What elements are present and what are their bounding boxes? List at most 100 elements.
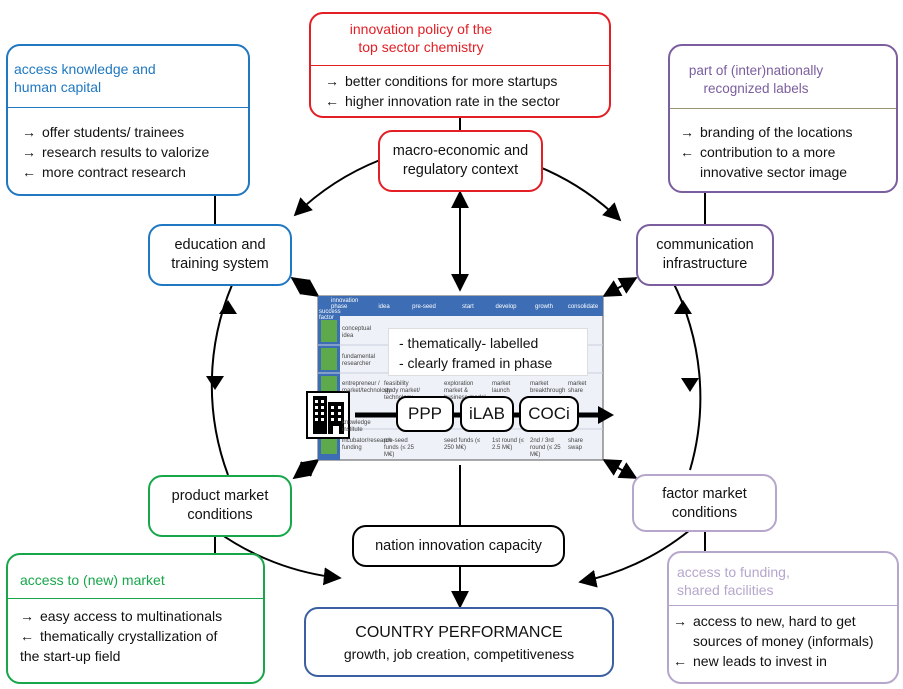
funding-access-box: access to funding, shared facilities → ac…: [667, 551, 899, 684]
factor-market-label: factor market conditions: [634, 485, 775, 523]
divider: [8, 598, 263, 599]
market-access-box: access to (new) market →easy access to m…: [6, 553, 265, 684]
grid-cell: 2nd / 3rd round (≤ 25 M€): [530, 438, 561, 458]
right-arrow-icon: →: [20, 608, 34, 624]
divider: [669, 605, 897, 606]
text: research results to valorize: [42, 144, 210, 160]
communication-node: communication infrastructure: [636, 224, 774, 286]
institution-ppp: PPP: [396, 396, 454, 432]
innovation-policy-title-line2: top sector chemistry: [358, 39, 484, 55]
body-line: ←more contract research: [22, 162, 209, 182]
arrowhead-right-up: [674, 300, 692, 314]
arc-communication-to-factor: [671, 279, 702, 471]
innovation-policy-title: innovation policy of the top sector chem…: [311, 20, 531, 56]
factor-label: fundamental researcher: [342, 354, 376, 367]
line2: conditions: [671, 505, 738, 521]
body-line: ←new leads to invest in: [673, 651, 874, 671]
text: sources of money (informals): [693, 633, 874, 649]
market-access-body: →easy access to multinationals ← thematic…: [20, 606, 222, 666]
title-line2: recognized labels: [703, 81, 809, 96]
connector-factor-to-grid: [602, 459, 638, 479]
grid-cell: seed funds (≤ 250 M€): [444, 438, 481, 451]
line1: factor market: [662, 486, 747, 502]
text: new leads to invest in: [693, 653, 827, 669]
innovation-policy-title-line1: innovation policy of the: [349, 21, 493, 37]
connectors: [214, 118, 706, 609]
divider: [311, 65, 609, 66]
theme-note-line2: - clearly framed in phase: [399, 355, 553, 371]
grid-cell: pre-seed funds (≤ 25 M€): [384, 438, 414, 458]
body-line: ← higher innovation rate in the sector: [325, 91, 560, 111]
line1: education and: [174, 237, 266, 253]
innovation-policy-body: →better conditions for more startups ←hi…: [325, 71, 560, 111]
institution-ilab: iLAB: [460, 396, 514, 432]
education-label: education and training system: [150, 236, 290, 274]
access-knowledge-box: access knowledge and human capital →offe…: [6, 44, 250, 196]
factor-icon-2: [321, 348, 337, 370]
grid-cell: market launch: [492, 381, 511, 394]
left-arrow-icon: ←: [325, 93, 339, 109]
text: offer students/ trainees: [42, 124, 185, 140]
left-arrow-icon: ←: [20, 628, 34, 644]
phase-header: idea: [378, 304, 390, 310]
factor-market-node: factor market conditions: [632, 474, 777, 532]
factor-label: incubator/research funding: [342, 438, 392, 451]
arrowhead-left-down: [206, 376, 224, 390]
line2: training system: [171, 256, 269, 272]
title-line1: access to funding,: [677, 564, 790, 580]
body-line: innovative sector image: [680, 162, 853, 182]
country-performance-title: COUNTRY PERFORMANCE: [355, 624, 563, 641]
text: thematically crystallization of: [40, 628, 218, 644]
divider: [670, 108, 896, 109]
line1: communication: [656, 237, 754, 253]
communication-label: communication infrastructure: [638, 236, 772, 274]
text: the start-up field: [20, 648, 121, 664]
product-market-node: product market conditions: [148, 475, 292, 537]
line2: conditions: [187, 507, 253, 523]
body-line: →easy access to multinationals: [20, 606, 222, 626]
connector-communication-to-grid: [602, 277, 638, 297]
right-arrow-icon: →: [22, 124, 36, 140]
line2: regulatory context: [402, 162, 519, 178]
country-performance-subtitle: growth, job creation, competitiveness: [343, 646, 575, 662]
arrowhead-left-up: [219, 300, 237, 314]
phase-header: consolidate: [567, 304, 599, 310]
side-arrowheads: [206, 300, 699, 392]
market-access-title: access to (new) market: [20, 572, 165, 588]
grid-cell: 1st round (≤ 2.5 M€): [492, 438, 524, 451]
body-line: → access to new, hard to get: [673, 611, 874, 631]
text: access to new, hard to get: [693, 613, 856, 629]
title-line2: shared facilities: [677, 582, 774, 598]
phase-header: start: [462, 304, 474, 310]
grid-frame: [317, 295, 604, 461]
funding-access-body: → access to new, hard to get sources of m…: [673, 611, 874, 671]
arc-product-to-bottom: [214, 529, 342, 586]
theme-note-line1: - thematically- labelled: [399, 335, 539, 351]
labels-box: part of (inter)nationally recognized lab…: [668, 44, 898, 193]
line2: infrastructure: [662, 256, 748, 272]
arc-macro-to-education: [293, 159, 381, 217]
factor-label: conceptual idea: [342, 326, 372, 339]
macro-context-label: macro-economic and regulatory context: [380, 142, 541, 180]
text: higher innovation rate in the sector: [345, 93, 560, 109]
body-line: ← thematically crystallization of: [20, 626, 222, 646]
country-performance-node: COUNTRY PERFORMANCE growth, job creation…: [304, 607, 614, 677]
body-line: →branding of the locations: [680, 122, 853, 142]
title-line1: part of (inter)nationally: [688, 63, 824, 78]
body-line: the start-up field: [20, 646, 222, 666]
body-line: → offer students/ trainees: [22, 122, 209, 142]
funding-access-title: access to funding, shared facilities: [677, 563, 790, 599]
text: more contract research: [42, 164, 186, 180]
theme-note: - thematically- labelled - clearly frame…: [388, 328, 588, 376]
phase-header: pre-seed: [412, 304, 436, 310]
grid-cell: market breakthrough: [530, 381, 566, 394]
right-arrow-icon: →: [673, 613, 687, 629]
institution-coci: COCi: [519, 396, 579, 432]
divider: [8, 107, 248, 108]
institution-arrow-head: [598, 406, 614, 424]
labels-body: →branding of the locations ←contribution…: [680, 122, 853, 182]
nation-capacity-label: nation innovation capacity: [375, 538, 542, 554]
innovation-policy-box: innovation policy of the top sector chem…: [309, 12, 611, 118]
line1: product market: [171, 488, 269, 504]
education-node: education and training system: [148, 224, 292, 286]
